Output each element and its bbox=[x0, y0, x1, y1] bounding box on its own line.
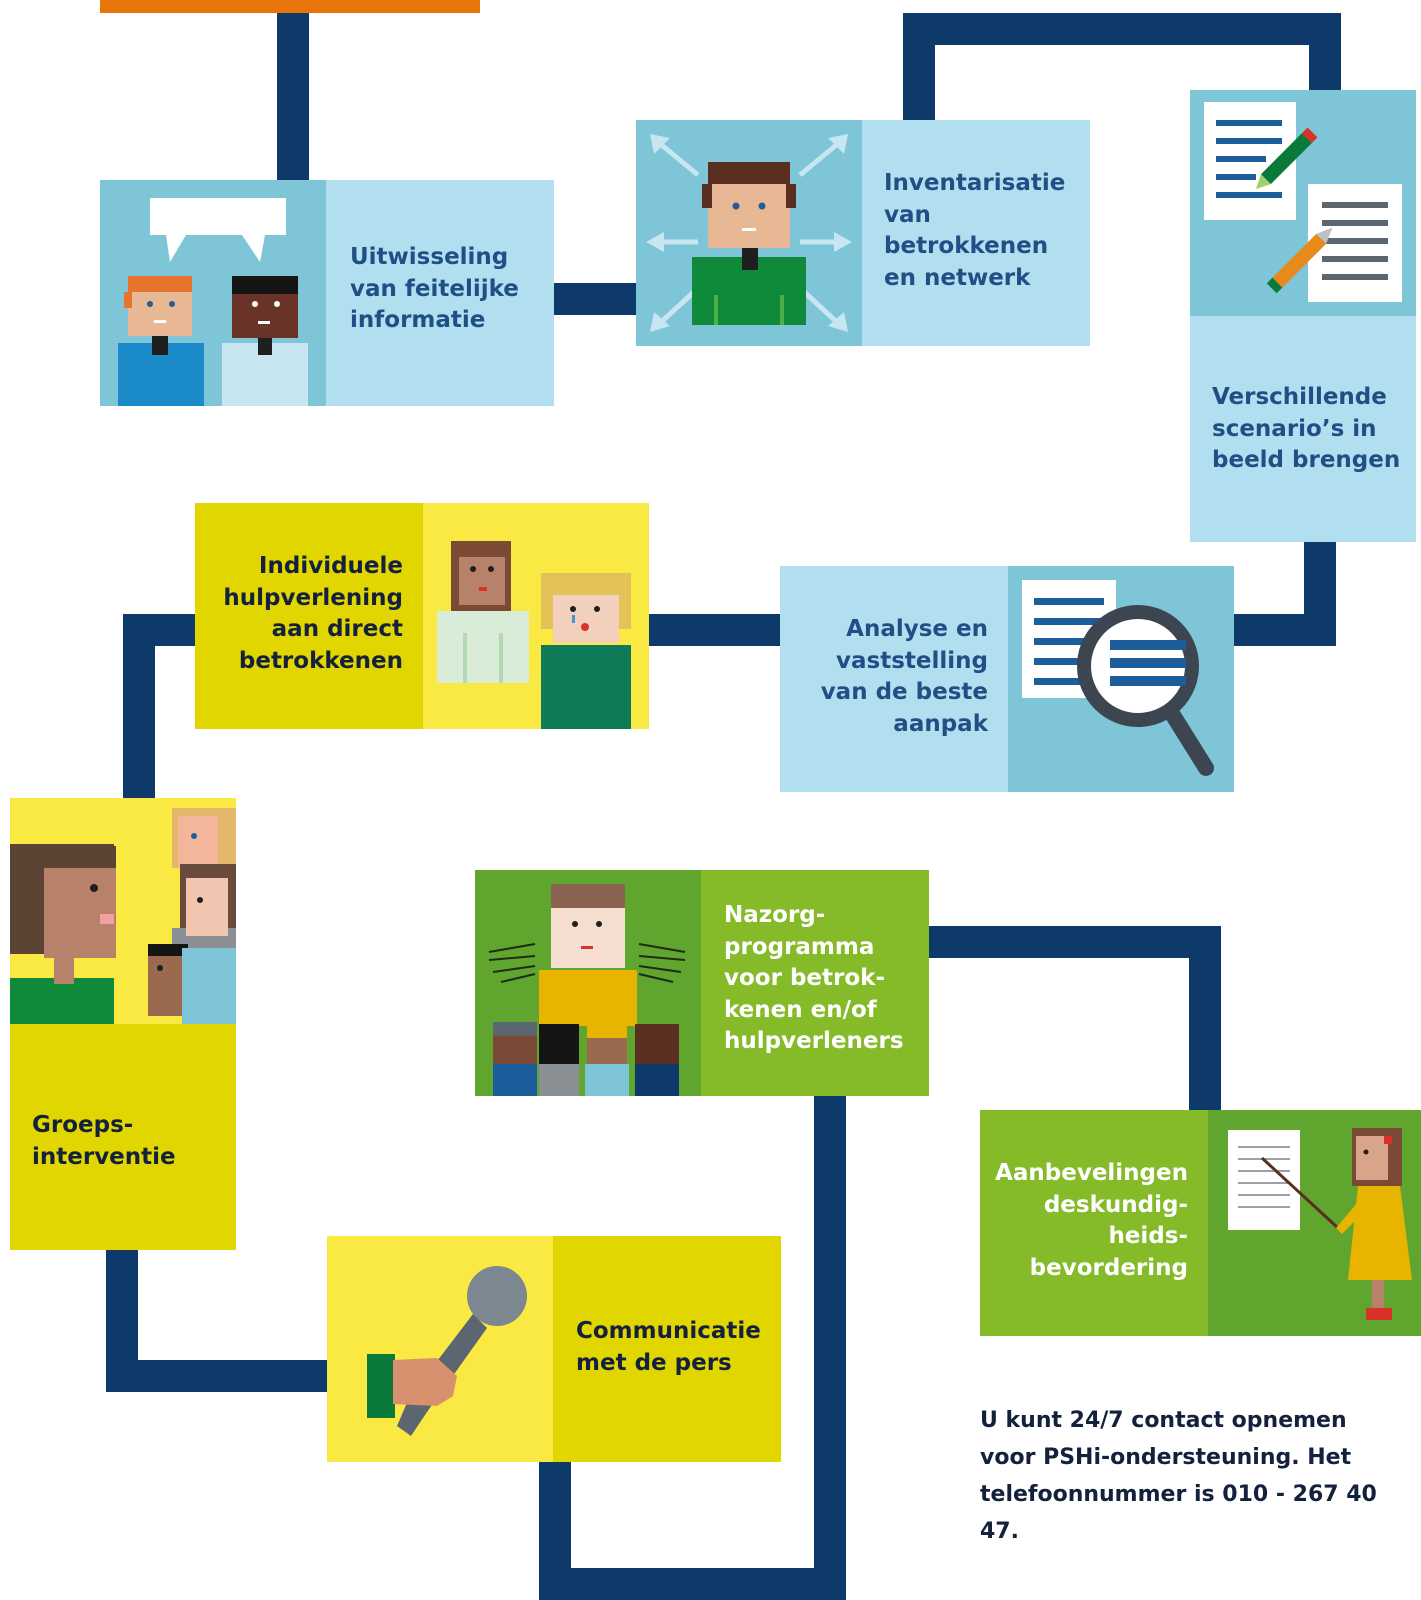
individuele-illustration bbox=[423, 503, 649, 729]
person-icon bbox=[118, 276, 204, 406]
step-label: Individuele hulpverlening aan direct bet… bbox=[223, 553, 403, 674]
arrows-icon bbox=[646, 134, 852, 332]
step-scenarios: Verschillende scenario’s in beeld brenge… bbox=[1190, 90, 1416, 542]
step-aanbevelingen: Aanbevelingen deskundig- heids- bevorder… bbox=[980, 1110, 1421, 1336]
contact-note: U kunt 24/7 contact opnemen voor PSHi-on… bbox=[980, 1408, 1377, 1544]
connector-8-9 bbox=[928, 926, 1221, 1110]
person-icon bbox=[539, 884, 637, 1026]
person-icon bbox=[1336, 1128, 1412, 1320]
step-label: Aanbevelingen deskundig- heids- bevorder… bbox=[995, 1160, 1188, 1281]
step-label: Communicatie met de pers bbox=[576, 1318, 761, 1376]
scenarios-illustration bbox=[1190, 90, 1416, 316]
step-label: Uitwisseling van feitelijke informatie bbox=[350, 244, 519, 333]
step-label: Groeps- interventie bbox=[32, 1112, 176, 1170]
pointer-icon bbox=[1260, 1156, 1340, 1230]
person-icon bbox=[148, 944, 236, 1024]
step-analyse: Analyse en vaststelling van de beste aan… bbox=[780, 566, 1234, 792]
analyse-illustration bbox=[1008, 566, 1234, 792]
person-icon bbox=[692, 162, 806, 325]
person-icon bbox=[437, 541, 529, 683]
step-groeps: Groeps- interventie bbox=[10, 798, 236, 1250]
connector-7-8 bbox=[539, 1096, 846, 1600]
connector-2-3 bbox=[903, 13, 1341, 122]
step-uitwisseling: Uitwisseling van feitelijke informatie bbox=[100, 180, 554, 406]
presentation-board-icon bbox=[1228, 1130, 1300, 1230]
uitwisseling-illustration bbox=[100, 180, 326, 406]
step-label: Verschillende scenario’s in beeld brenge… bbox=[1212, 384, 1401, 473]
step-individuele: Individuele hulpverlening aan direct bet… bbox=[195, 503, 649, 729]
person-icon bbox=[172, 808, 236, 868]
microphone-icon bbox=[397, 1266, 527, 1436]
groeps-illustration bbox=[10, 798, 236, 1024]
step-label: Nazorg- programma voor betrok- kenen en/… bbox=[724, 902, 904, 1054]
aanbevelingen-illustration bbox=[1208, 1110, 1421, 1336]
document-icon bbox=[1204, 102, 1296, 220]
magnifier-icon bbox=[1077, 605, 1214, 776]
inventarisatie-illustration bbox=[636, 120, 862, 346]
person-icon bbox=[10, 844, 116, 1024]
step-inventarisatie: Inventarisatie van betrokkenen en netwer… bbox=[636, 120, 1090, 346]
person-icon bbox=[541, 573, 631, 729]
audience-icon bbox=[493, 1022, 679, 1096]
communicatie-illustration bbox=[327, 1236, 553, 1462]
sound-lines-icon bbox=[488, 943, 686, 983]
nazorg-illustration bbox=[475, 870, 701, 1096]
step-communicatie: Communicatie met de pers bbox=[327, 1236, 781, 1462]
hand-icon bbox=[367, 1354, 457, 1418]
step-nazorg: Nazorg- programma voor betrok- kenen en/… bbox=[475, 870, 929, 1096]
pencil-icon bbox=[1266, 227, 1333, 294]
connector-5-6 bbox=[123, 614, 195, 798]
step-label: Analyse en vaststelling van de beste aan… bbox=[820, 616, 988, 737]
speech-bubble-icon bbox=[150, 198, 286, 262]
orange-top-bar bbox=[100, 0, 480, 13]
connector-6-7 bbox=[106, 1250, 327, 1392]
step-label: Inventarisatie van betrokkenen en netwer… bbox=[884, 170, 1066, 291]
connector-3-4 bbox=[1234, 540, 1336, 646]
person-icon bbox=[222, 276, 308, 406]
